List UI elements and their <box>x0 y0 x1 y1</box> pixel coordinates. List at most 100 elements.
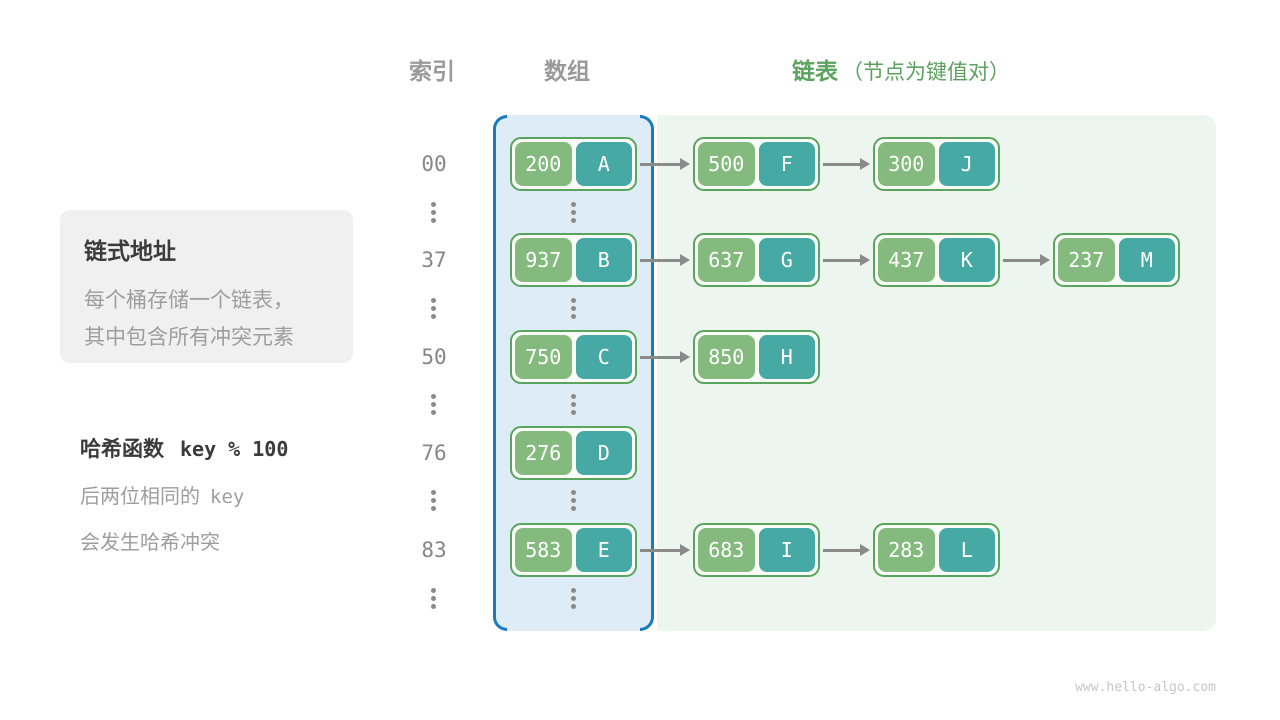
ellipsis-dot <box>571 314 576 319</box>
node-value: D <box>575 431 632 475</box>
index-ellipsis-dots <box>431 588 436 609</box>
ellipsis-dot <box>571 498 576 503</box>
ellipsis-dot <box>431 210 436 215</box>
node-key: 583 <box>515 528 572 572</box>
list-header-label: 链表 <box>792 58 838 84</box>
ellipsis-dot <box>571 410 576 415</box>
ellipsis-dot <box>431 596 436 601</box>
chaining-note-line: 其中包含所有冲突元素 <box>84 326 294 349</box>
arrow-line <box>640 548 680 552</box>
ellipsis-dot <box>571 298 576 303</box>
arrow-head <box>680 158 690 170</box>
node-key: 637 <box>698 238 755 282</box>
ellipsis-dot <box>571 490 576 495</box>
node-value: M <box>1118 238 1175 282</box>
ellipsis-dot <box>431 298 436 303</box>
index-label: 83 <box>421 538 447 562</box>
hash-function-formula: key % 100 <box>180 437 289 461</box>
arrow-icon <box>640 156 690 172</box>
arrow-icon <box>1003 252 1050 268</box>
ellipsis-dot <box>431 394 436 399</box>
array-bracket-left-icon <box>493 115 507 631</box>
node-value: H <box>758 335 815 379</box>
arrow-icon <box>823 156 870 172</box>
ellipsis-dot <box>571 604 576 609</box>
ellipsis-dot <box>431 588 436 593</box>
watermark: www.hello-algo.com <box>1075 680 1216 695</box>
node-key: 200 <box>515 142 572 186</box>
node-key: 300 <box>878 142 935 186</box>
ellipsis-dot <box>431 314 436 319</box>
ellipsis-dot <box>571 210 576 215</box>
arrow-icon <box>640 349 690 365</box>
column-header-array: 数组 <box>544 58 590 84</box>
node-key: 683 <box>698 528 755 572</box>
ellipsis-dot <box>431 218 436 223</box>
hash-note-line: 会发生哈希冲突 <box>80 532 220 554</box>
ellipsis-dot <box>571 506 576 511</box>
arrow-head <box>860 158 870 170</box>
arrow-icon <box>640 252 690 268</box>
ellipsis-dot <box>431 498 436 503</box>
node-value: E <box>575 528 632 572</box>
arrow-line <box>823 258 860 262</box>
ellipsis-dot <box>571 218 576 223</box>
arrow-icon <box>823 542 870 558</box>
node-key: 850 <box>698 335 755 379</box>
array-ellipsis-dots <box>571 298 576 319</box>
ellipsis-dot <box>431 202 436 207</box>
arrow-head <box>680 254 690 266</box>
ellipsis-dot <box>571 202 576 207</box>
array-ellipsis-dots <box>571 588 576 609</box>
node-value: L <box>938 528 995 572</box>
index-ellipsis-dots <box>431 394 436 415</box>
chaining-note-line: 每个桶存储一个链表， <box>84 289 294 312</box>
index-label: 37 <box>421 248 447 272</box>
node-value: A <box>575 142 632 186</box>
arrow-line <box>1003 258 1040 262</box>
node-value: I <box>758 528 815 572</box>
ellipsis-dot <box>571 394 576 399</box>
node-key: 937 <box>515 238 572 282</box>
ellipsis-dot <box>431 604 436 609</box>
chaining-note-title: 链式地址 <box>84 238 176 264</box>
node-value: C <box>575 335 632 379</box>
arrow-line <box>640 355 680 359</box>
arrow-head <box>860 254 870 266</box>
index-label: 00 <box>421 152 447 176</box>
chaining-note-box: 链式地址 每个桶存储一个链表， 其中包含所有冲突元素 <box>60 210 353 363</box>
node-value: J <box>938 142 995 186</box>
node-value: F <box>758 142 815 186</box>
array-ellipsis-dots <box>571 394 576 415</box>
ellipsis-dot <box>431 410 436 415</box>
node-value: G <box>758 238 815 282</box>
ellipsis-dot <box>431 490 436 495</box>
node-key: 750 <box>515 335 572 379</box>
arrow-head <box>680 351 690 363</box>
column-header-linked-list: 链表（节点为键值对） <box>792 55 1010 87</box>
ellipsis-dot <box>431 402 436 407</box>
index-label: 76 <box>421 441 447 465</box>
index-ellipsis-dots <box>431 490 436 511</box>
node-key: 276 <box>515 431 572 475</box>
array-ellipsis-dots <box>571 202 576 223</box>
arrow-line <box>640 258 680 262</box>
hash-note-key-code: key <box>210 486 245 508</box>
node-key: 500 <box>698 142 755 186</box>
hash-function-title-text: 哈希函数 <box>80 438 164 461</box>
node-key: 237 <box>1058 238 1115 282</box>
